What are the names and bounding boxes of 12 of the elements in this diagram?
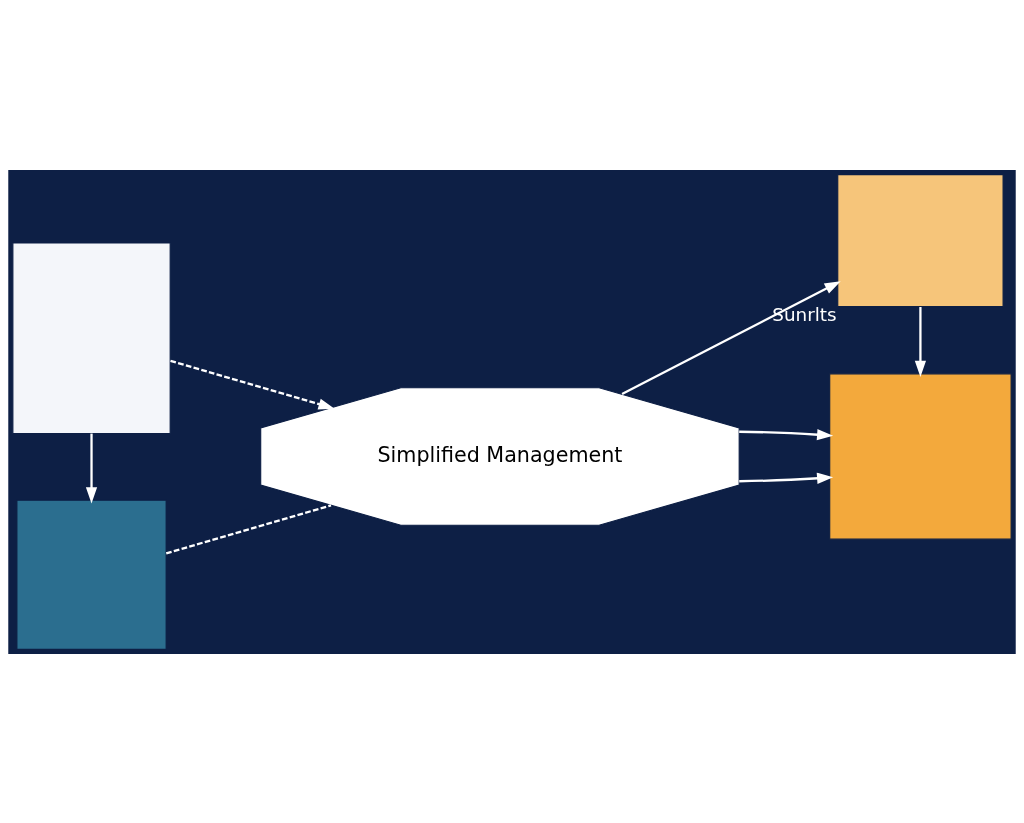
node-box: [12, 241, 171, 434]
node-box: [837, 173, 1004, 307]
arrow: [739, 472, 834, 484]
arrow: [739, 428, 834, 440]
arrow: [621, 280, 841, 395]
arrow: [170, 359, 335, 410]
connector: [165, 503, 332, 554]
node-box: [829, 372, 1012, 540]
arrow: [85, 433, 98, 503]
node-label: Sunrlts: [772, 303, 837, 325]
node-box: [16, 499, 167, 650]
arrow: [914, 306, 927, 377]
